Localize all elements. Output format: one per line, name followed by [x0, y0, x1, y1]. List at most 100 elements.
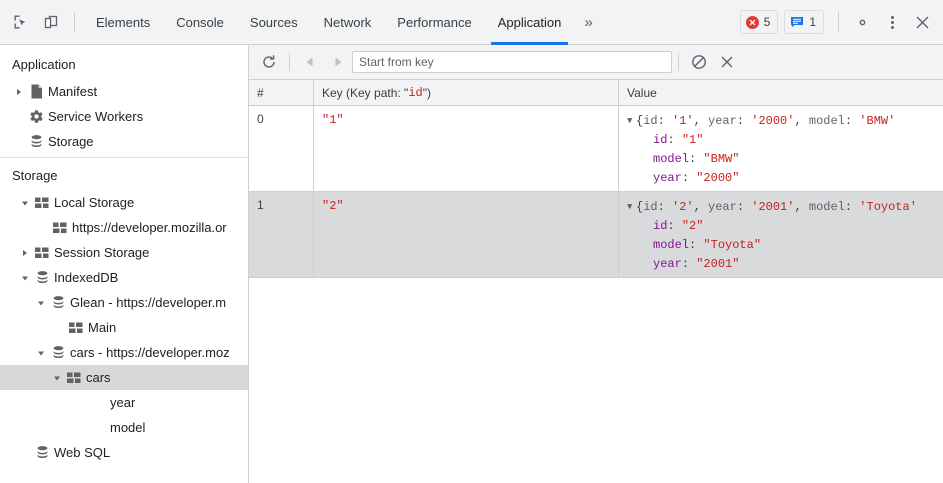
- sidebar-item-cars-object-store[interactable]: cars: [0, 365, 248, 390]
- preview-key: model: [808, 200, 845, 214]
- preview-key: year: [708, 114, 737, 128]
- sidebar-item-session-storage[interactable]: Session Storage: [0, 240, 248, 265]
- close-icon[interactable]: [907, 7, 937, 37]
- sidebar-item-label: Session Storage: [54, 245, 150, 260]
- database-icon: [32, 445, 52, 460]
- property-value: "BMW": [703, 152, 740, 166]
- chevron-down-icon[interactable]: [34, 299, 48, 307]
- sidebar-item-local-storage-origin[interactable]: https://developer.mozilla.or: [0, 215, 248, 240]
- sidebar-section-storage: Storage: [12, 168, 58, 183]
- preview-key: model: [808, 114, 845, 128]
- chevron-down-icon[interactable]: [18, 199, 32, 207]
- clear-object-store-icon[interactable]: [685, 49, 713, 75]
- idb-data-grid: # Key (Key path: "id") Value 0 "1": [249, 80, 943, 483]
- tab-performance[interactable]: Performance: [384, 0, 484, 45]
- chevron-right-icon[interactable]: [12, 88, 26, 96]
- tab-sources[interactable]: Sources: [237, 0, 311, 45]
- grid-header-key-prefix: Key (Key path: ": [322, 85, 409, 100]
- grid-body: 0 "1" ▼{id: '1', year: '2000', model: 'B…: [249, 106, 943, 483]
- property-name: year: [653, 171, 682, 185]
- toolbar-divider-2: [838, 12, 839, 32]
- table-icon: [64, 372, 84, 384]
- inspect-element-icon[interactable]: [6, 7, 36, 37]
- sidebar-item-label: Web SQL: [54, 445, 111, 460]
- refresh-icon[interactable]: [255, 49, 283, 75]
- message-count: 1: [809, 15, 816, 29]
- sidebar-item-manifest[interactable]: Manifest: [0, 79, 248, 104]
- database-icon: [48, 295, 68, 310]
- table-icon: [32, 197, 52, 209]
- cell-key[interactable]: "1": [314, 106, 619, 191]
- sidebar-item-web-sql[interactable]: Web SQL: [0, 440, 248, 465]
- delete-selected-icon[interactable]: [713, 49, 741, 75]
- cell-value[interactable]: ▼{id: '2', year: '2001', model: 'Toyota'…: [619, 192, 943, 277]
- chevron-down-icon[interactable]: [50, 374, 64, 382]
- sidebar-item-storage[interactable]: Storage: [0, 129, 248, 154]
- property-name: model: [653, 238, 690, 252]
- error-count: 5: [763, 15, 771, 29]
- grid-header-index[interactable]: #: [249, 80, 314, 105]
- sidebar-item-indexeddb[interactable]: IndexedDB: [0, 265, 248, 290]
- document-icon: [26, 84, 46, 99]
- device-toolbar-icon[interactable]: [36, 7, 66, 37]
- row-key: "1": [322, 113, 344, 127]
- tab-network[interactable]: Network: [311, 0, 385, 45]
- object-preview-line: ▼{id: '2', year: '2001', model: 'Toyota': [627, 198, 935, 217]
- more-tabs-button[interactable]: »: [584, 13, 593, 31]
- grid-header-row: # Key (Key path: "id") Value: [249, 80, 943, 106]
- sidebar-item-index-year[interactable]: year: [0, 390, 248, 415]
- sidebar-item-label: model: [110, 420, 146, 435]
- sidebar-item-main-store[interactable]: Main: [0, 315, 248, 340]
- toolbar-divider-2: [678, 53, 679, 71]
- next-page-icon[interactable]: [324, 49, 352, 75]
- preview-value: '2': [672, 200, 694, 214]
- tab-label: Elements: [96, 14, 151, 30]
- toolbar-divider: [289, 53, 290, 71]
- chevron-down-icon[interactable]: [34, 349, 48, 357]
- tab-elements[interactable]: Elements: [83, 0, 163, 45]
- previous-page-icon[interactable]: [296, 49, 324, 75]
- more-options-icon[interactable]: [877, 7, 907, 37]
- toolbar-divider: [74, 12, 75, 32]
- database-icon: [32, 270, 52, 285]
- idb-data-panel: # Key (Key path: "id") Value 0 "1": [249, 45, 943, 483]
- chevron-down-icon[interactable]: [18, 274, 32, 282]
- sidebar-item-glean-database[interactable]: Glean - https://developer.m: [0, 290, 248, 315]
- cell-key[interactable]: "2": [314, 192, 619, 277]
- table-row[interactable]: 0 "1" ▼{id: '1', year: '2000', model: 'B…: [249, 106, 943, 192]
- tab-console[interactable]: Console: [163, 0, 237, 45]
- preview-value: '1': [672, 114, 694, 128]
- sidebar-item-label: https://developer.mozilla.or: [72, 220, 227, 235]
- idb-toolbar: [249, 45, 943, 80]
- gear-icon[interactable]: [847, 7, 877, 37]
- row-key: "2": [322, 199, 344, 213]
- table-row[interactable]: 1 "2" ▼{id: '2', year: '2001', model: 'T…: [249, 192, 943, 278]
- row-index: 1: [257, 198, 264, 212]
- grid-header-key[interactable]: Key (Key path: "id"): [314, 80, 619, 105]
- cell-value[interactable]: ▼{id: '1', year: '2000', model: 'BMW' id…: [619, 106, 943, 191]
- tab-label: Network: [323, 14, 372, 30]
- database-icon: [26, 134, 46, 149]
- property-name: id: [653, 133, 668, 147]
- sidebar-item-label: Main: [88, 320, 117, 335]
- grid-header-value[interactable]: Value: [627, 85, 657, 100]
- sidebar-item-service-workers[interactable]: Service Workers: [0, 104, 248, 129]
- sidebar-item-cars-database[interactable]: cars - https://developer.moz: [0, 340, 248, 365]
- chevron-right-icon[interactable]: [18, 249, 32, 257]
- property-value: "1": [681, 133, 704, 147]
- disclosure-triangle-down-icon[interactable]: ▼: [627, 116, 633, 126]
- disclosure-triangle-down-icon[interactable]: ▼: [627, 202, 633, 212]
- tab-application[interactable]: Application: [485, 0, 575, 45]
- error-count-badge[interactable]: 5: [739, 10, 779, 34]
- grid-header-key-path: id: [408, 85, 423, 100]
- sidebar-section-application: Application: [12, 57, 76, 72]
- preview-value: 'BMW': [859, 114, 896, 128]
- sidebar-item-local-storage[interactable]: Local Storage: [0, 190, 248, 215]
- message-count-badge[interactable]: 1: [784, 10, 824, 34]
- start-from-key-input[interactable]: [352, 51, 672, 73]
- preview-open-brace: {: [636, 200, 644, 214]
- grid-header-key-suffix: "): [422, 85, 431, 100]
- property-name: year: [653, 257, 682, 271]
- sidebar-item-index-model[interactable]: model: [0, 415, 248, 440]
- preview-key: id: [643, 114, 658, 128]
